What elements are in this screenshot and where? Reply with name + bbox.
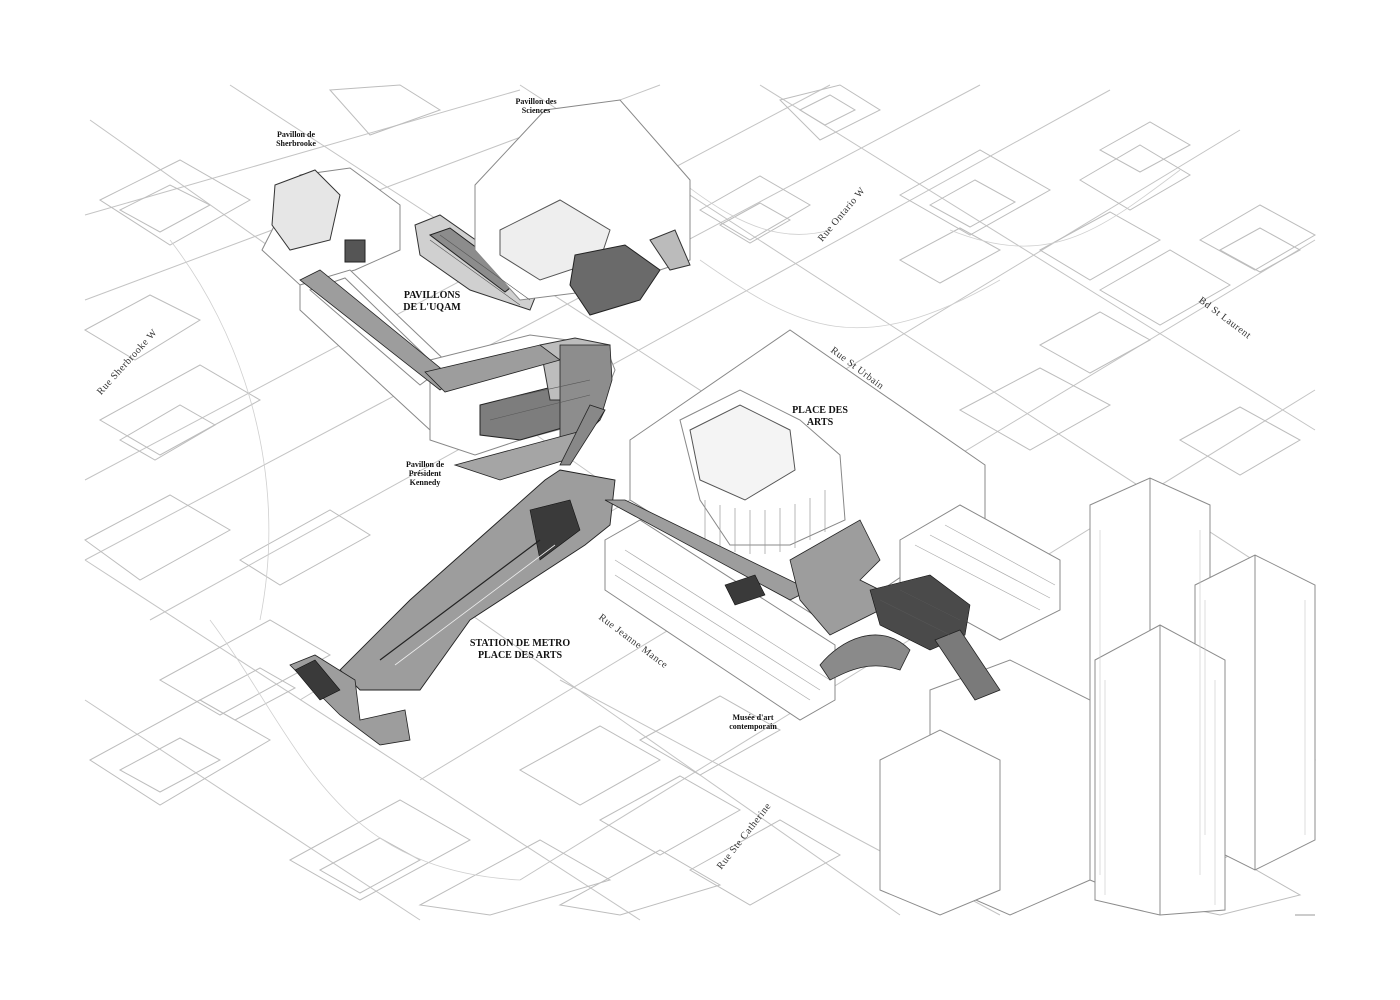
context-blocks — [83, 84, 1317, 916]
label-pavillon-sciences: Pavillon des Sciences — [515, 97, 557, 116]
label-musee: Musée d'art contemporain — [729, 713, 777, 732]
detail-lines — [429, 234, 961, 636]
towers — [879, 477, 1316, 916]
label-station-metro: STATION DE METRO PLACE DES ARTS — [469, 638, 571, 661]
label-pavillon-sherbrooke: Pavillon de Sherbrooke — [276, 130, 316, 149]
context-curves — [169, 129, 1181, 881]
label-place-des-arts: PLACE DES ARTS — [792, 405, 848, 428]
underground-network — [289, 269, 1001, 746]
label-pavillon-president-kennedy: Pavillon de Président Kennedy — [405, 460, 444, 488]
label-pavillons-uqam: PAVILLONS DE L'UQAM — [403, 290, 461, 313]
